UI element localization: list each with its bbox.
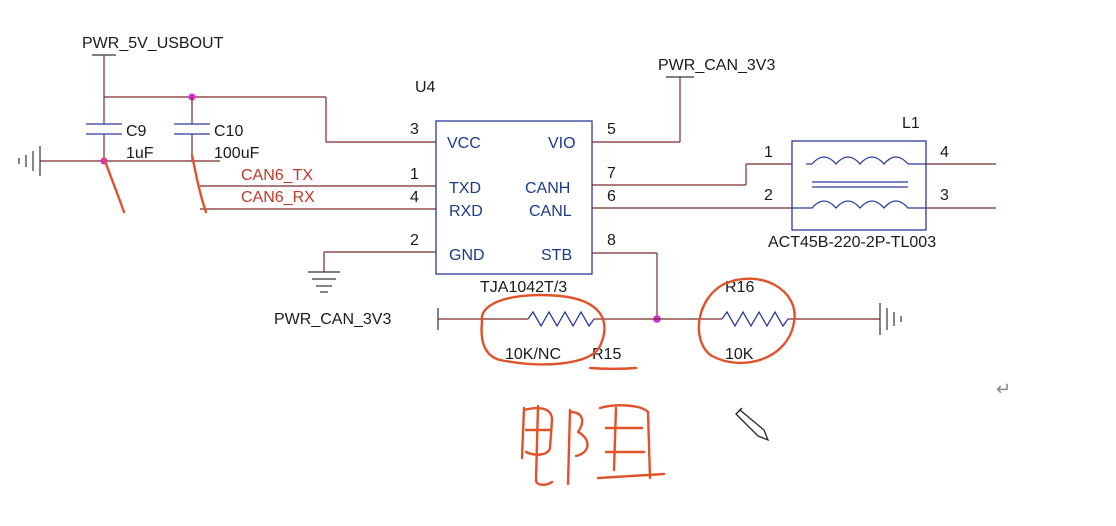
ink-arrow-c10 bbox=[190, 153, 208, 214]
pin-stb-name: STB bbox=[541, 247, 572, 264]
ground-symbol-right bbox=[879, 303, 902, 335]
pen-cursor-icon bbox=[735, 407, 770, 442]
ink-underline-r15 bbox=[588, 366, 638, 370]
c9-value: 1uF bbox=[126, 145, 154, 162]
c10-value: 100uF bbox=[214, 145, 260, 162]
resistor-r16: R16 10K bbox=[721, 279, 880, 363]
pwr-5v-usbout-net: PWR_5V_USBOUT bbox=[82, 35, 436, 143]
pin-canh-name: CANH bbox=[525, 180, 570, 197]
ink-annotations bbox=[102, 153, 796, 486]
pwr-can-3v3-left-label: PWR_CAN_3V3 bbox=[274, 311, 391, 328]
l1-body bbox=[791, 140, 927, 231]
pin-txd-name: TXD bbox=[449, 180, 481, 197]
l1-part: ACT45B-220-2P-TL003 bbox=[768, 234, 936, 251]
ink-circle-r15 bbox=[480, 293, 606, 366]
c9-ref: C9 bbox=[126, 123, 147, 140]
r16-ref: R16 bbox=[725, 279, 754, 296]
pin-vio-name: VIO bbox=[548, 135, 576, 152]
pin-vcc-name: VCC bbox=[447, 135, 481, 152]
pin-6-number: 6 bbox=[607, 188, 616, 205]
pin-8-number: 8 bbox=[607, 232, 616, 249]
return-icon: ↵ bbox=[996, 379, 1011, 399]
pwr-5v-usbout-label: PWR_5V_USBOUT bbox=[82, 35, 224, 52]
capacitor-c10: C10 100uF bbox=[174, 97, 260, 162]
pin-2-number: 2 bbox=[410, 232, 419, 249]
u4-part: TJA1042T/3 bbox=[480, 279, 567, 296]
pin-3-number: 3 bbox=[410, 121, 419, 138]
u4-body bbox=[435, 120, 593, 275]
l1-pin-1: 1 bbox=[764, 144, 773, 161]
ground-symbol-u4 bbox=[308, 251, 436, 293]
ink-handwriting-resistor bbox=[520, 404, 666, 486]
r16-value: 10K bbox=[725, 346, 754, 363]
resistor-r15: 10K/NC R15 bbox=[505, 310, 722, 363]
c10-ref: C10 bbox=[214, 123, 243, 140]
ground-symbol-left bbox=[18, 146, 220, 176]
l1-pin-4: 4 bbox=[940, 144, 949, 161]
l1-ref: L1 bbox=[902, 115, 920, 132]
ink-circle-r16 bbox=[697, 277, 796, 365]
l1-common-mode-choke: L1 1 2 4 3 ACT45B-220-2P-TL003 bbox=[764, 115, 996, 251]
can6-signal-nets: CAN6_TX CAN6_RX bbox=[200, 167, 436, 210]
canh-canl-nets bbox=[592, 163, 792, 209]
can6-tx-label: CAN6_TX bbox=[241, 167, 313, 184]
pin-5-number: 5 bbox=[607, 121, 616, 138]
l1-pin-3: 3 bbox=[940, 187, 949, 204]
r15-value: 10K/NC bbox=[505, 346, 561, 363]
pin-4-number: 4 bbox=[410, 189, 419, 206]
ink-arrow-c9 bbox=[102, 156, 126, 214]
pwr-can-3v3-left-net: PWR_CAN_3V3 bbox=[274, 308, 528, 330]
can6-rx-label: CAN6_RX bbox=[241, 189, 315, 206]
stb-net bbox=[592, 252, 661, 323]
pin-gnd-name: GND bbox=[449, 247, 485, 264]
r15-ref: R15 bbox=[592, 346, 621, 363]
pin-rxd-name: RXD bbox=[449, 203, 483, 220]
pin-1-number: 1 bbox=[410, 166, 419, 183]
pin-canl-name: CANL bbox=[529, 203, 572, 220]
u4-transceiver: U4 TJA1042T/3 VCC TXD RXD GND VIO CANH C… bbox=[410, 79, 616, 296]
capacitor-c9: C9 1uF bbox=[86, 97, 154, 162]
pwr-can-3v3-top-net: PWR_CAN_3V3 bbox=[592, 57, 775, 143]
l1-pin-2: 2 bbox=[764, 187, 773, 204]
pwr-can-3v3-top-label: PWR_CAN_3V3 bbox=[658, 57, 775, 74]
pin-7-number: 7 bbox=[607, 165, 616, 182]
u4-ref: U4 bbox=[415, 79, 436, 96]
